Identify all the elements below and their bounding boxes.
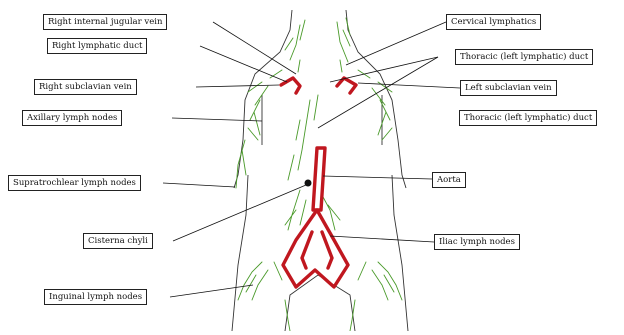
label-thoracic-duct-upper: Thoracic (left lymphatic) duct (455, 49, 593, 65)
leader-thoracic-duct-upper-a (330, 57, 438, 82)
left-subclavian-vein-shape (337, 78, 356, 93)
leader-axillary-lymph-nodes (172, 118, 262, 121)
arm-outlines (262, 95, 382, 145)
right-torso-outline (346, 10, 406, 188)
label-cisterna-chyli: Cisterna chyli (83, 233, 153, 249)
label-iliac-lymph-nodes: Iliac lymph nodes (434, 234, 520, 250)
label-right-subclavian-vein: Right subclavian vein (34, 79, 137, 95)
left-cervical-lymphatics (337, 18, 350, 62)
right-axillary-lymphatics (248, 82, 268, 140)
leader-right-subclavian-vein (196, 85, 279, 87)
leader-left-subclavian-vein (358, 83, 460, 88)
leader-iliac-lymph-nodes (330, 236, 434, 242)
right-subclavian-vein-shape (281, 78, 300, 93)
leader-thoracic-duct-upper-b (318, 57, 438, 128)
label-right-lymphatic-duct: Right lymphatic duct (47, 38, 147, 54)
leader-right-internal-jugular-vein (213, 22, 296, 74)
aorta-shape (313, 148, 325, 210)
internal-iliac-vessels (302, 232, 332, 268)
leader-lines (163, 22, 460, 297)
thoracic-duct-lymphatics (288, 95, 318, 180)
leader-inguinal-lymph-nodes (170, 285, 253, 297)
subclavian-lymphatics (270, 60, 370, 78)
label-aorta: Aorta (432, 172, 466, 188)
lymphatic-network (236, 18, 402, 331)
label-inguinal-lymph-nodes: Inguinal lymph nodes (44, 289, 147, 305)
body-outline (232, 10, 408, 331)
right-cervical-lymphatics (285, 20, 305, 60)
iliac-vessels-shape (283, 210, 348, 287)
label-supratrochlear-lymph-nodes: Supratrochlear lymph nodes (8, 175, 141, 191)
label-right-internal-jugular-vein: Right internal jugular vein (43, 14, 167, 30)
leg-lymphatics (285, 300, 355, 331)
leader-aorta (323, 176, 432, 179)
blood-vessels (281, 78, 356, 287)
right-inguinal-lymphatics (238, 262, 282, 300)
label-axillary-lymph-nodes: Axillary lymph nodes (22, 110, 122, 126)
leader-supratrochlear-lymph-nodes (163, 183, 235, 187)
label-thoracic-duct-lower: Thoracic (left lymphatic) duct (459, 110, 597, 126)
supratrochlear-lymphatics (236, 140, 246, 188)
right-hip-outline (392, 175, 408, 331)
label-left-subclavian-vein: Left subclavian vein (460, 80, 557, 96)
left-torso-outline (234, 10, 292, 188)
label-cervical-lymphatics: Cervical lymphatics (446, 14, 541, 30)
leader-right-lymphatic-duct (200, 46, 287, 82)
left-hip-outline (232, 175, 248, 331)
leader-cisterna-chyli (173, 185, 306, 241)
left-inguinal-lymphatics (358, 262, 402, 300)
